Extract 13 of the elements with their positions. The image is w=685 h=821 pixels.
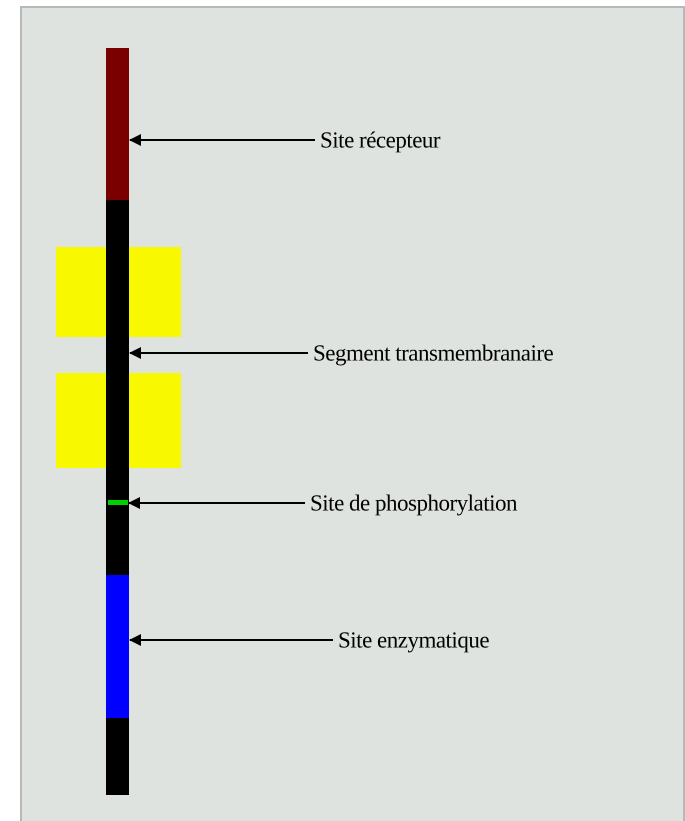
part-label: Site récepteur — [320, 128, 440, 152]
enzymatic-segment — [106, 575, 129, 718]
part-label: Site de phosphorylation — [310, 492, 517, 514]
receptor-segment — [106, 48, 129, 200]
part-label: Segment transmembranaire — [313, 342, 554, 364]
transmembrane-segment — [106, 200, 129, 575]
leader-arrow — [129, 347, 308, 359]
leader-arrow — [128, 497, 305, 509]
leader-arrow — [129, 134, 315, 146]
tail-segment — [106, 718, 129, 795]
part-label: Site enzymatique — [338, 628, 490, 652]
phosphorylation-mark — [108, 500, 128, 505]
leader-arrow — [129, 634, 333, 646]
